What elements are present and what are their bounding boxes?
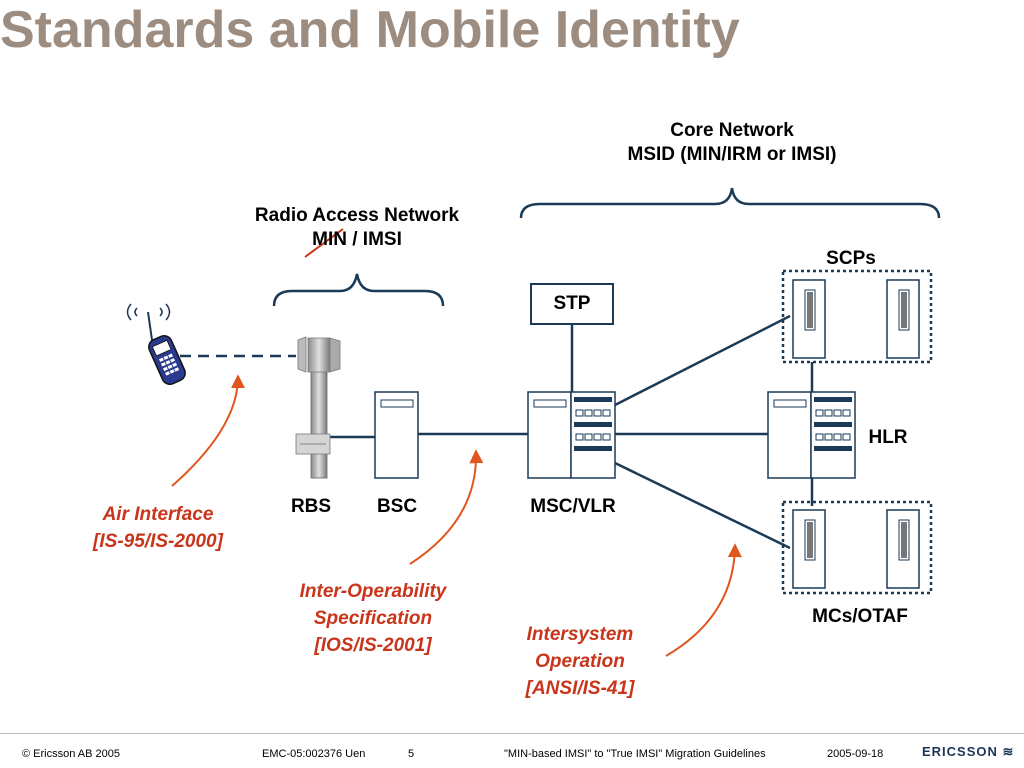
intersystem-operation-label: Intersystem Operation [ANSI/IS-41] xyxy=(490,621,670,702)
core-network-msid: MSID (MIN/IRM or IMSI) xyxy=(627,144,837,165)
air-interface-name: Air Interface xyxy=(102,504,214,525)
stp-label: STP xyxy=(553,293,591,314)
core-network-title: Core Network xyxy=(670,120,794,141)
hlr-switch xyxy=(767,391,856,479)
mc-server-2 xyxy=(886,509,920,589)
is41-arrow xyxy=(665,543,742,657)
ericsson-logo-icon: ≋ xyxy=(1002,744,1015,759)
rbs-label: RBS xyxy=(290,496,332,517)
isop-name-line1: Intersystem xyxy=(526,624,634,645)
ericsson-logo-text: ERICSSON xyxy=(922,744,998,759)
msc-vlr-label: MSC/VLR xyxy=(530,496,616,517)
mc-server-1 xyxy=(792,509,826,589)
ios-standard: [IOS/IS-2001] xyxy=(314,635,432,656)
ran-label: Radio Access Network MIN / IMSI xyxy=(217,204,497,252)
air-interface-standard: [IS-95/IS-2000] xyxy=(93,531,223,552)
ios-label: Inter-Operability Specification [IOS/IS-… xyxy=(275,578,471,659)
footer-date: 2005-09-18 xyxy=(827,748,884,760)
scps-label: SCPs xyxy=(826,248,876,269)
ericsson-logo: ERICSSON ≋ xyxy=(922,744,1014,760)
msc-vlr-switch xyxy=(527,391,616,479)
bsc-label: BSC xyxy=(376,496,418,517)
ios-name-line1: Inter-Operability xyxy=(299,581,447,602)
ran-title: Radio Access Network xyxy=(254,205,460,226)
mcs-otaf-label: MCs/OTAF xyxy=(812,606,908,627)
scp-group xyxy=(781,269,933,364)
core-network-label: Core Network MSID (MIN/IRM or IMSI) xyxy=(592,119,872,167)
link-msc-mc xyxy=(614,461,791,550)
ran-identity: MIN / IMSI xyxy=(217,228,497,252)
rbs-antenna-mast xyxy=(295,336,341,479)
mobile-phone-icon xyxy=(126,303,186,385)
isop-name-line2: Operation xyxy=(535,651,625,672)
ios-name-line2: Specification xyxy=(313,608,433,629)
link-msc-scp xyxy=(614,314,791,407)
air-interface-arrow xyxy=(171,374,245,487)
isop-standard: [ANSI/IS-41] xyxy=(525,678,635,699)
footer-doc-number: EMC-05:002376 Uen xyxy=(262,748,366,760)
min-strikethrough xyxy=(304,228,344,258)
core-network-brace xyxy=(519,187,941,219)
stp-node: STP xyxy=(530,283,614,325)
air-interface-label: Air Interface [IS-95/IS-2000] xyxy=(70,501,246,555)
footer-doc-title: "MIN-based IMSI" to "True IMSI" Migratio… xyxy=(504,748,766,760)
footer-page-number: 5 xyxy=(408,748,415,760)
bsc-cabinet xyxy=(374,391,419,479)
scp-server-1 xyxy=(792,279,826,359)
ran-identity-min: MIN xyxy=(312,229,347,250)
ios-arrow xyxy=(409,449,484,565)
scp-server-2 xyxy=(886,279,920,359)
ran-identity-imsi: / IMSI xyxy=(346,229,402,250)
slide-title: Standards and Mobile Identity xyxy=(0,1,740,59)
footer-copyright: © Ericsson AB 2005 xyxy=(22,748,120,760)
hlr-label: HLR xyxy=(868,427,908,448)
ran-brace xyxy=(272,273,445,307)
mc-group xyxy=(781,500,933,595)
footer-divider xyxy=(0,733,1024,734)
